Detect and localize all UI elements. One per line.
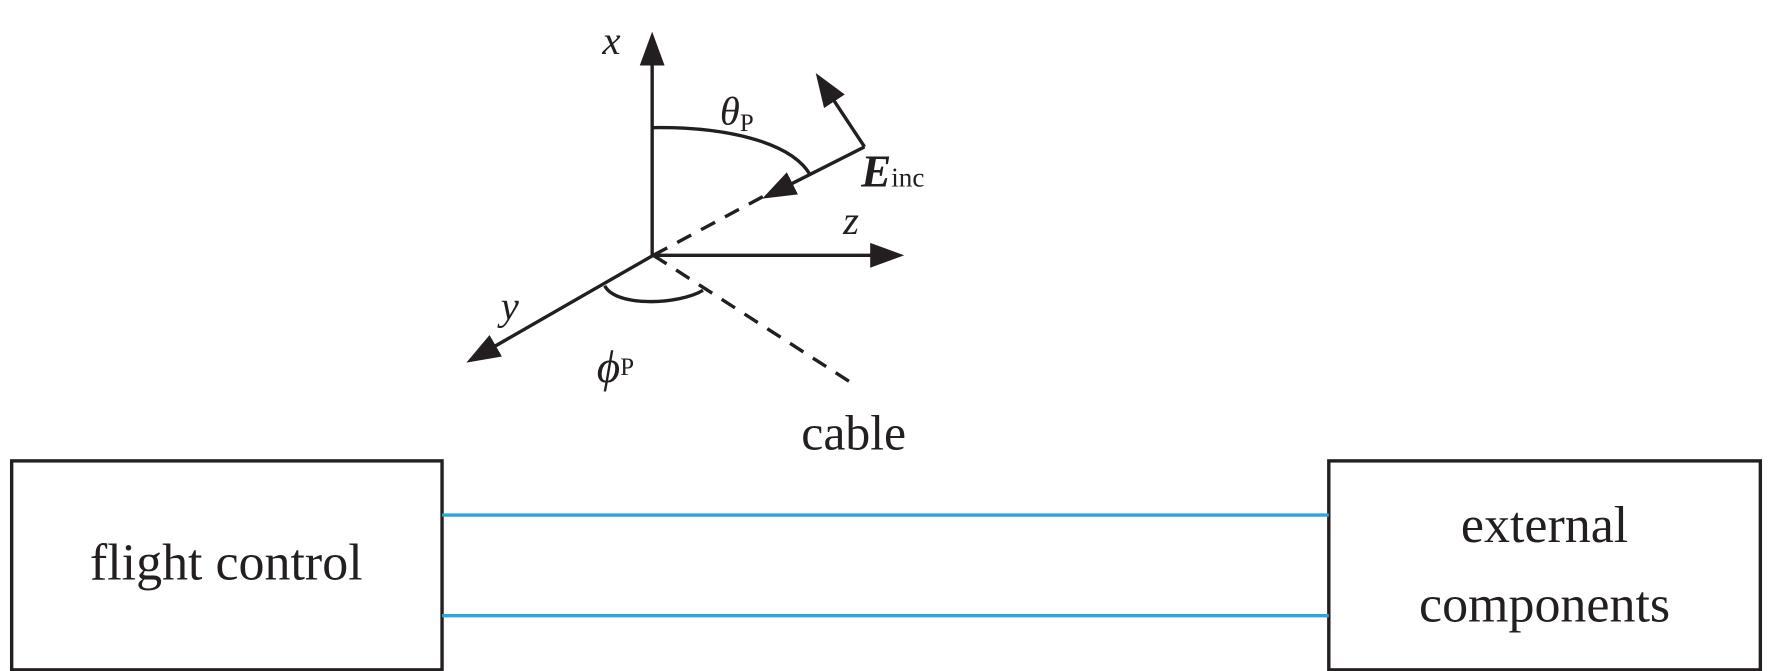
- external-components-block: [1327, 459, 1763, 671]
- y-axis: [466, 253, 655, 363]
- incidence-direction-dashed: [652, 186, 781, 257]
- y-axis-label: y: [497, 284, 520, 329]
- e-field-arrow: [815, 73, 866, 148]
- phi-label: ϕP: [597, 342, 634, 392]
- theta-arc: [652, 125, 812, 176]
- phi-arc: [603, 284, 704, 304]
- flight-control-label: flight control: [90, 535, 363, 592]
- wave-propagation-arrow: [762, 145, 866, 199]
- e-inc-label: Einc: [860, 146, 924, 196]
- theta-label: θP: [720, 88, 754, 137]
- cable-label: cable: [801, 406, 906, 461]
- cable-direction-dashed: [652, 253, 851, 384]
- z-axis-label: z: [842, 198, 859, 243]
- coordinate-system: [466, 31, 905, 384]
- flight-control-block: [9, 459, 444, 671]
- components-label: components: [1419, 576, 1670, 633]
- x-axis-label: x: [601, 18, 620, 63]
- external-label: external: [1461, 497, 1628, 554]
